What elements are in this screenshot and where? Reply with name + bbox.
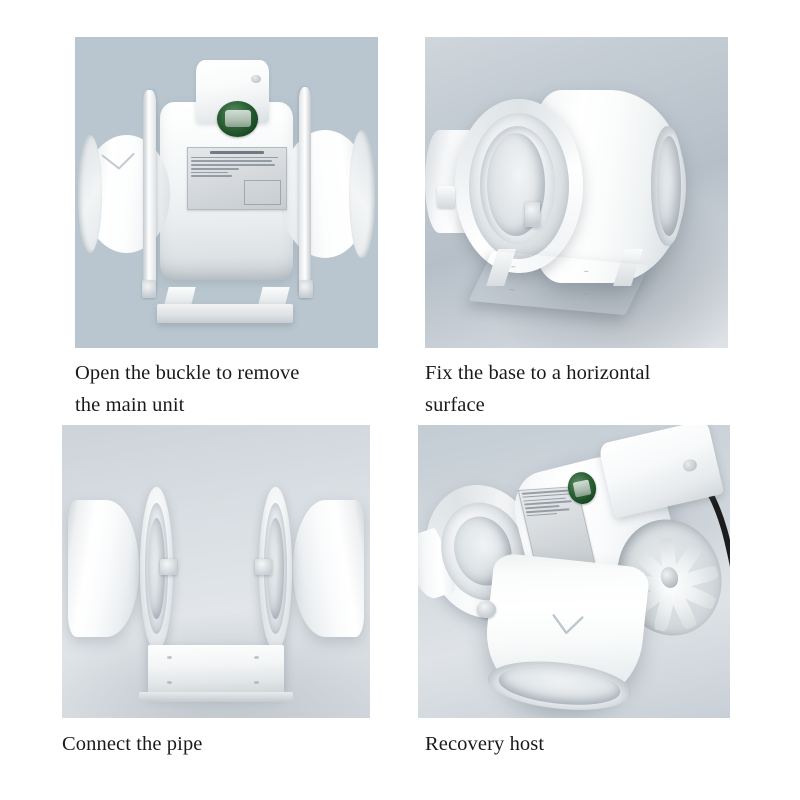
outlet-duct <box>479 552 650 717</box>
label-text-line <box>191 160 273 162</box>
buckle-clip-left <box>141 279 156 299</box>
motor-impeller-unit-photo <box>418 425 730 718</box>
step-3-caption: Connect the pipe <box>62 733 203 755</box>
step-3-photo-panel <box>62 425 370 718</box>
right-housing-clip <box>254 558 272 576</box>
label-text-line <box>191 167 239 170</box>
left-rim-bore <box>148 517 166 620</box>
base-screw-hole <box>509 288 515 291</box>
step-4-caption: Recovery host <box>425 733 545 755</box>
left-housing-half <box>68 486 178 651</box>
buckle-strap-right <box>298 86 312 299</box>
side-latch <box>437 186 456 209</box>
mounting-base-plate <box>148 644 284 695</box>
base-screw-hole <box>253 680 259 684</box>
base-screw-hole <box>167 655 173 659</box>
buckle-strap-left <box>143 89 156 296</box>
left-housing-barrel <box>68 499 140 638</box>
label-text-line <box>191 175 232 178</box>
assembled-inline-duct-fan-photo <box>75 37 378 348</box>
label-text-line <box>191 171 228 174</box>
label-text-line <box>191 164 275 166</box>
sticker-inner-graphic <box>225 110 251 128</box>
right-housing-barrel <box>292 499 364 638</box>
right-duct-opening <box>349 130 375 258</box>
junction-box-screw <box>251 75 261 84</box>
base-screw-hole <box>582 293 588 295</box>
left-housing-clip <box>160 558 178 576</box>
left-duct-opening <box>78 134 103 254</box>
step-4-photo-panel <box>418 425 730 718</box>
airflow-direction-arrow-icon <box>546 611 589 639</box>
mounting-base <box>156 304 294 324</box>
right-housing-half <box>254 486 364 651</box>
housing-shell-on-base-photo <box>425 37 728 348</box>
label-text-line <box>525 504 560 509</box>
duct-bore <box>656 136 681 237</box>
base-screw-hole <box>253 655 259 659</box>
base-plate-lip <box>139 691 293 702</box>
step-1-photo-panel <box>75 37 378 348</box>
step-2-photo-panel <box>425 37 728 348</box>
buckle-clip-right <box>298 279 313 299</box>
label-text-line <box>526 512 558 516</box>
label-text-line <box>191 156 278 159</box>
base-screw-hole <box>583 270 589 273</box>
base-screw-hole <box>167 680 173 684</box>
label-title-line <box>210 151 264 154</box>
airflow-direction-arrow-icon <box>99 149 135 177</box>
sticker-inner-graphic <box>572 478 592 497</box>
right-housing-rim <box>259 486 292 651</box>
right-rim-bore <box>266 517 284 620</box>
outlet-bore <box>496 661 622 710</box>
step-2-caption: Fix the base to a horizontal surface <box>425 362 651 416</box>
housing-clip <box>524 201 541 227</box>
specification-label <box>187 147 288 210</box>
housing-clip <box>477 600 496 619</box>
left-housing-rim <box>140 486 173 651</box>
label-wiring-diagram <box>243 180 282 205</box>
green-certification-sticker <box>217 100 259 137</box>
base-screw-hole <box>510 265 516 268</box>
step-1-caption: Open the buckle to remove the main unit <box>75 362 300 416</box>
junction-box-screw <box>681 457 699 474</box>
housing-halves-opened-photo <box>62 425 370 718</box>
